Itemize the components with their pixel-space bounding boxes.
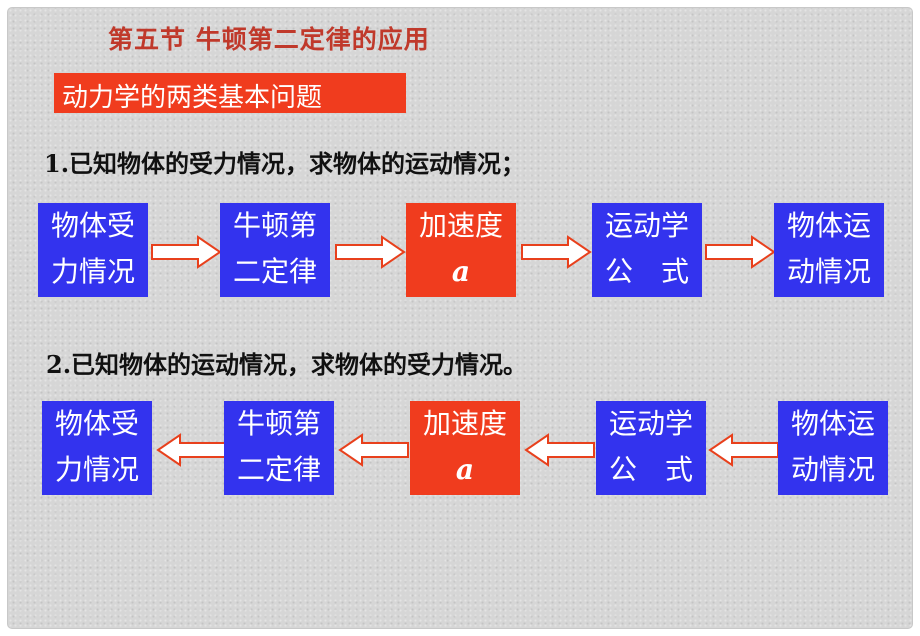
box-line: 力情况 (54, 453, 139, 486)
box-line: 公 式 (604, 255, 689, 288)
acceleration-symbol: a (455, 453, 475, 486)
box-line: 物体受 (50, 209, 135, 242)
p2-box-motion: 物体运 动情况 (778, 401, 888, 495)
p2-box-newton: 牛顿第 二定律 (224, 401, 334, 495)
problem2-heading: 2.已知物体的运动情况，求物体的受力情况。 (46, 350, 528, 379)
box-line: 物体运 (786, 209, 871, 242)
p1-box-kinematics: 运动学 公 式 (592, 203, 702, 297)
box-line: 加速度 (418, 209, 503, 242)
p2-box-force: 物体受 力情况 (42, 401, 152, 495)
left-arrow-icon (708, 433, 779, 467)
box-line: 运动学 (604, 209, 689, 242)
right-arrow-icon (335, 235, 406, 269)
banner-text: 动力学的两类基本问题 (62, 83, 323, 113)
p1-box-force: 物体受 力情况 (38, 203, 148, 297)
box-line: 物体运 (790, 407, 875, 440)
box-line: 力情况 (50, 255, 135, 288)
box-line: 物体受 (54, 407, 139, 440)
p2-box-acceleration: 加速度 a (410, 401, 520, 495)
box-line: 动情况 (786, 255, 871, 288)
left-arrow-icon (338, 433, 409, 467)
left-arrow-icon (156, 433, 227, 467)
right-arrow-icon (705, 235, 776, 269)
p1-box-newton: 牛顿第 二定律 (220, 203, 330, 297)
left-arrow-icon (524, 433, 595, 467)
p2-box-kinematics: 运动学 公 式 (596, 401, 706, 495)
box-line: 动情况 (790, 453, 875, 486)
box-line: 加速度 (422, 407, 507, 440)
box-line: 二定律 (232, 255, 317, 288)
p1-box-motion: 物体运 动情况 (774, 203, 884, 297)
right-arrow-icon (151, 235, 222, 269)
box-line: 二定律 (236, 453, 321, 486)
slide-title: 第五节 牛顿第二定律的应用 (108, 25, 430, 54)
right-arrow-icon (521, 235, 592, 269)
slide: 第五节 牛顿第二定律的应用 动力学的两类基本问题 1.已知物体的受力情况，求物体… (8, 8, 912, 628)
box-line: 牛顿第 (236, 407, 321, 440)
p1-box-acceleration: 加速度 a (406, 203, 516, 297)
box-line: 运动学 (608, 407, 693, 440)
section-banner: 动力学的两类基本问题 (54, 73, 406, 113)
box-line: 公 式 (608, 453, 693, 486)
box-line: 牛顿第 (232, 209, 317, 242)
problem1-heading: 1.已知物体的受力情况，求物体的运动情况； (44, 149, 526, 178)
acceleration-symbol: a (451, 255, 471, 288)
